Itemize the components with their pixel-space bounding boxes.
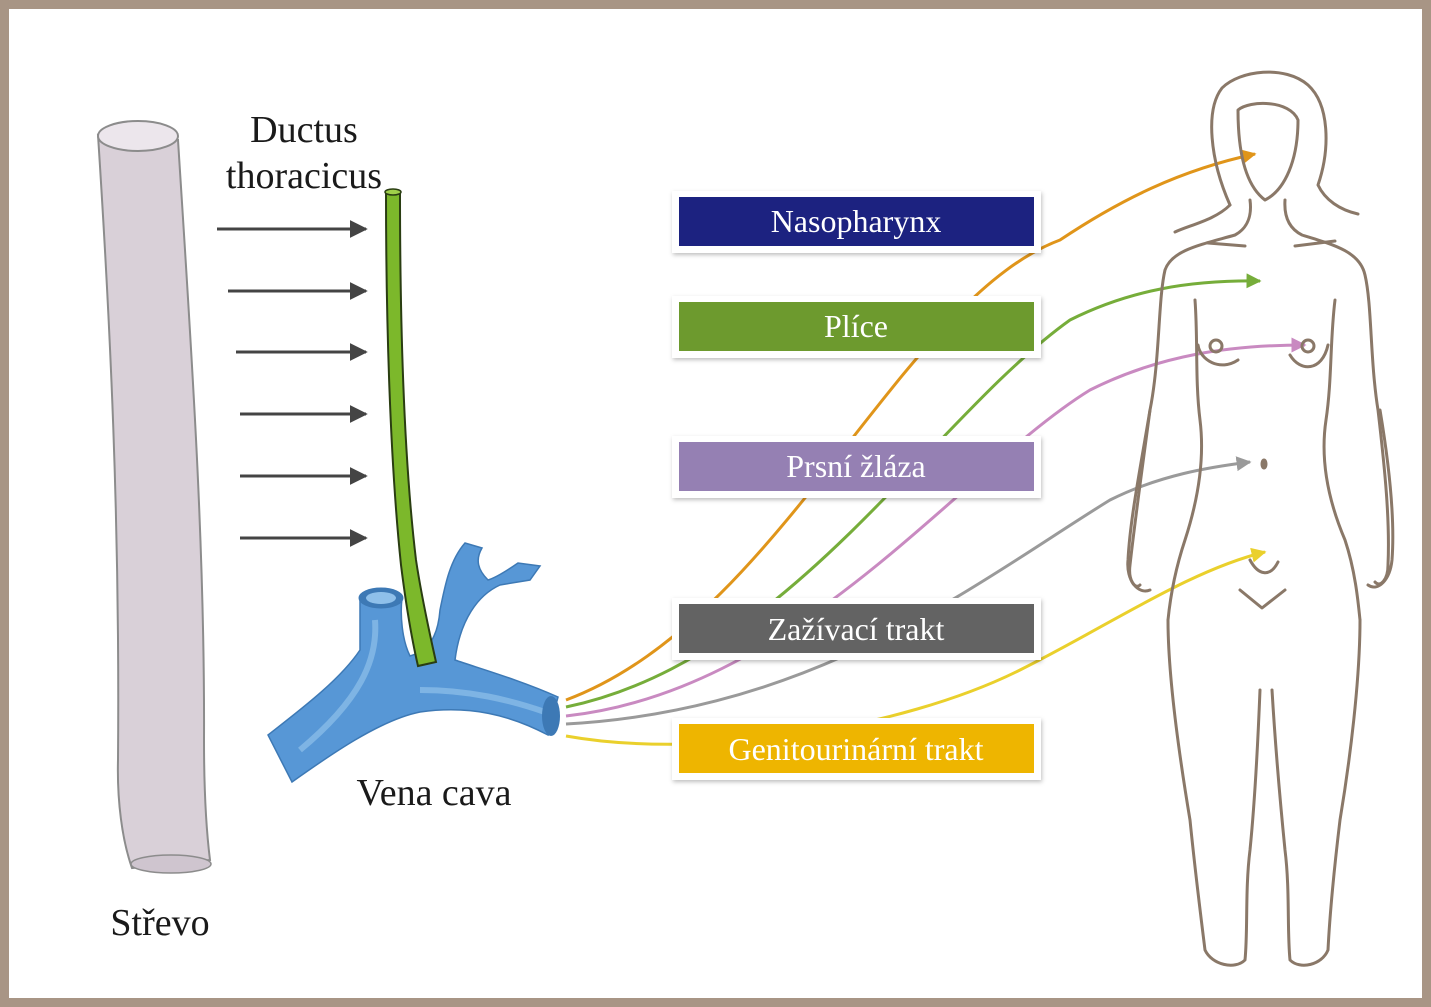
female-body-outline-icon	[1128, 72, 1393, 965]
box-plice-label: Plíce	[824, 308, 888, 344]
absorption-arrows	[217, 229, 366, 538]
intestine-label: Střevo	[110, 902, 209, 944]
box-genito-label: Genitourinární trakt	[728, 731, 983, 767]
intestine-tube-icon	[98, 121, 211, 873]
ductus-label-line2: thoracicus	[226, 155, 382, 197]
path-to-breast	[566, 345, 1305, 716]
vena-cava-label: Vena cava	[356, 772, 511, 814]
ductus-label-line1: Ductus	[250, 109, 358, 151]
box-prsni-label: Prsní žláza	[786, 448, 926, 484]
box-nasopharynx-label: Nasopharynx	[771, 203, 942, 239]
path-to-digestive	[566, 462, 1250, 724]
box-zazivaci-label: Zažívací trakt	[768, 611, 945, 647]
